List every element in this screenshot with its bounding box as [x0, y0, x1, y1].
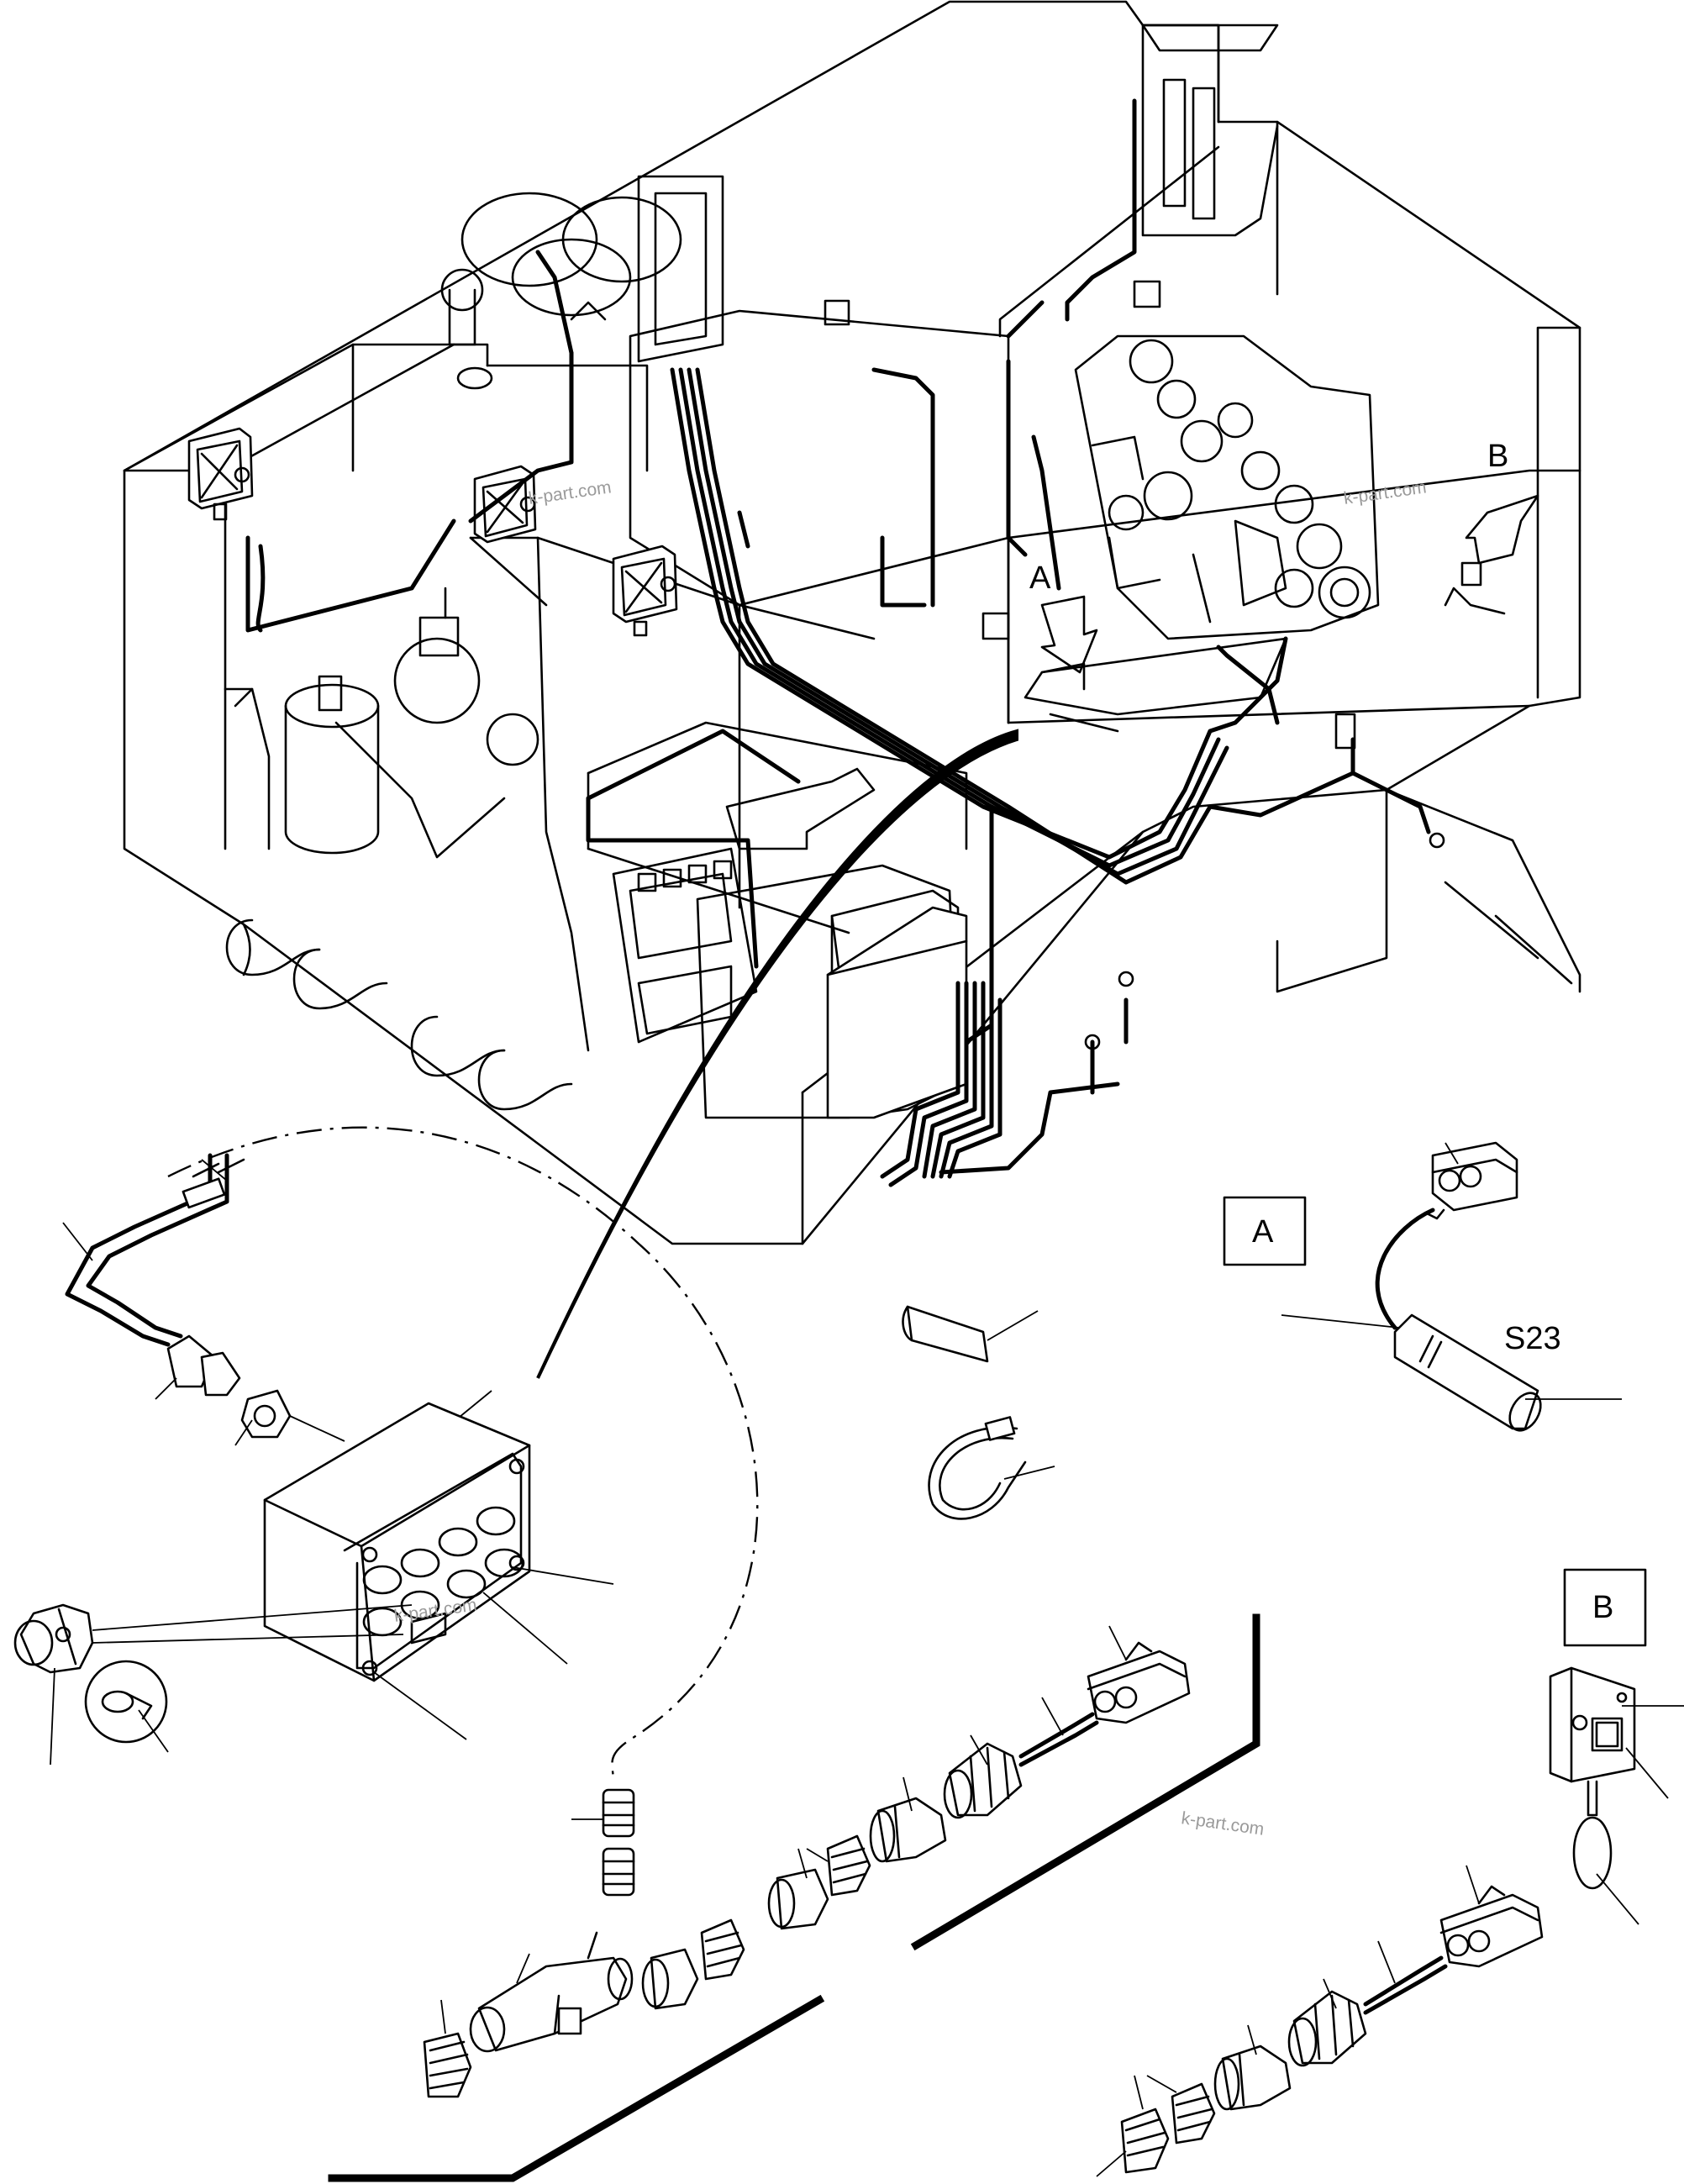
detail-pointer [536, 729, 1018, 1379]
view-arrow-a: A [1029, 560, 1098, 674]
tanks [440, 175, 724, 390]
machine-body: A B k-part.com k-part.com [123, 0, 1581, 1379]
engine [1074, 334, 1380, 640]
radiator [1141, 24, 1279, 237]
sensor-label-s23: S23 [1504, 1321, 1561, 1356]
watermark: k-part.com [1342, 477, 1427, 508]
detail-b: B [1549, 1568, 1684, 1925]
work-light-1 [187, 427, 254, 521]
view-arrow-b: B [1465, 439, 1539, 565]
view-label-b: B [1487, 439, 1508, 474]
view-label-a: A [1029, 560, 1051, 596]
watermark: k-part.com [527, 477, 612, 508]
detail-control-box: k-part.com [13, 1126, 759, 1782]
detail-frame-lines [328, 1613, 1260, 2182]
detail-label-a: A [1252, 1214, 1274, 1250]
main-harness [245, 98, 1431, 1187]
detail-a: A S23 [1223, 1141, 1622, 1432]
connector-kit-main: k-part.com [423, 1625, 1266, 2098]
watermark: k-part.com [1180, 1808, 1265, 1839]
work-light-3 [612, 545, 678, 637]
detail-label-b: B [1592, 1590, 1613, 1625]
detail-conduit [902, 1305, 1055, 1520]
fuse-box [826, 906, 968, 1119]
connector-kit-b [1096, 1865, 1544, 2177]
reservoir [284, 587, 539, 859]
